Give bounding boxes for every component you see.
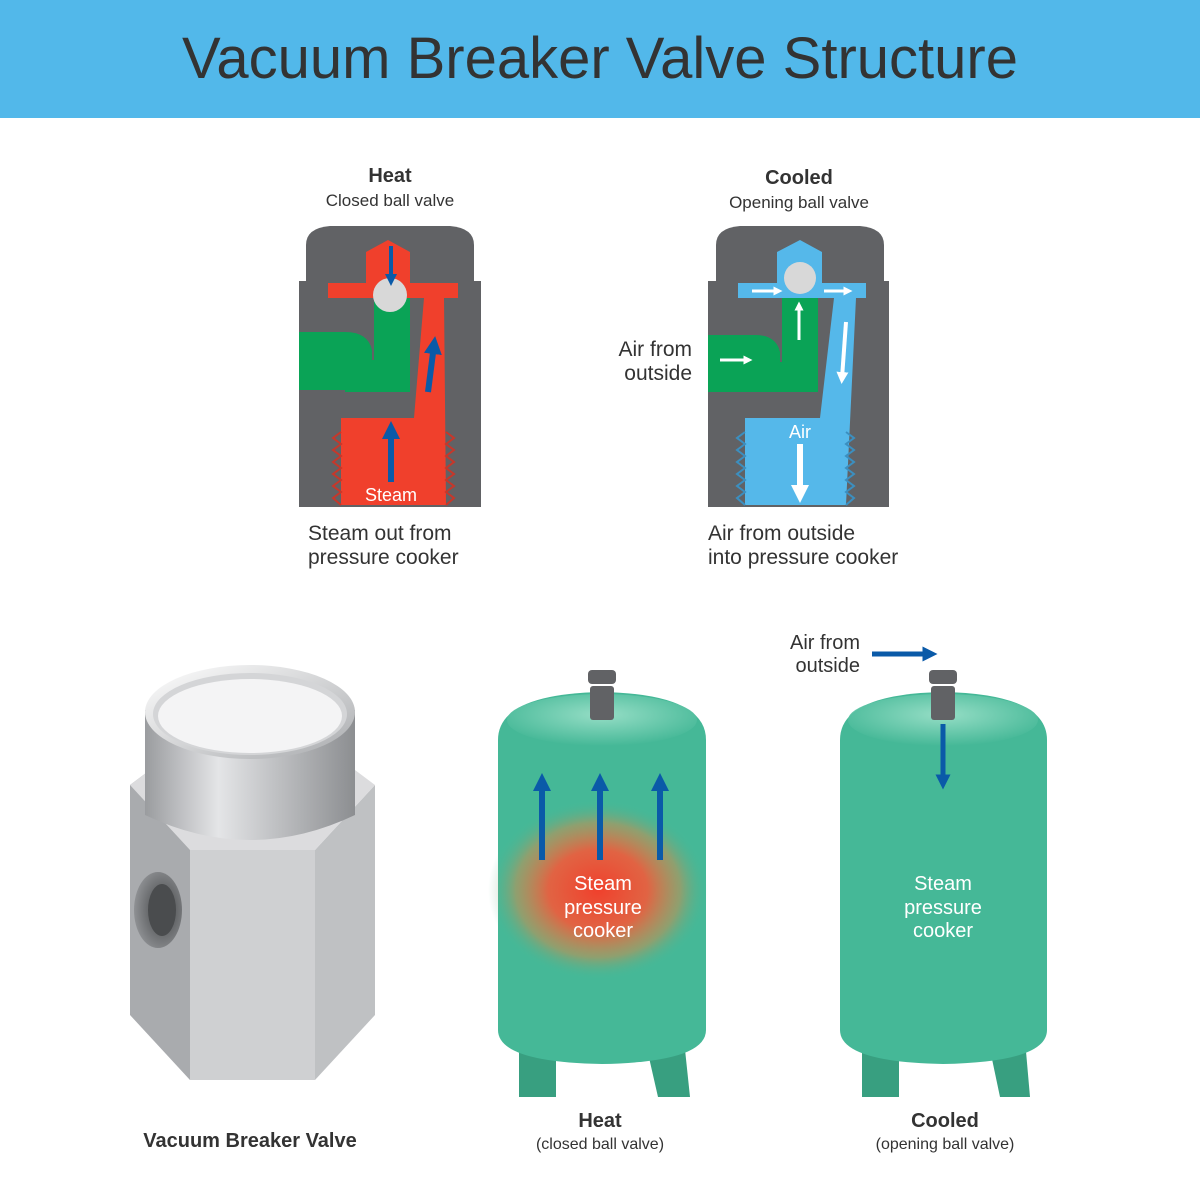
heat-title: Heat: [368, 165, 412, 187]
cooled-tank-body-line1: Steam: [914, 873, 972, 895]
cooled-side-label-line1: Air from: [618, 338, 693, 361]
heat-cross-section: [299, 226, 481, 507]
cooled-tank: [840, 646, 1047, 1097]
heat-subtitle: Closed ball valve: [325, 191, 455, 210]
steam-flow-label: Steam: [364, 485, 418, 505]
cooled-tank-body-line2: pressure: [904, 897, 982, 919]
header-bar: [0, 0, 1200, 118]
page-title: Vacuum Breaker Valve Structure: [182, 26, 1018, 91]
heat-tank-body-line1: Steam: [574, 873, 632, 895]
heat-caption-line2: pressure cooker: [308, 546, 459, 569]
cooled-tank-air-label-line2: outside: [795, 655, 861, 677]
valve-3d-label: Vacuum Breaker Valve: [143, 1130, 357, 1152]
cooled-tank-body-line3: cooker: [912, 920, 974, 942]
cooled-caption-line2: into pressure cooker: [708, 546, 899, 569]
cooled-cross-section: [708, 226, 889, 507]
cooled-tank-air-label-line1: Air from: [790, 632, 860, 654]
cooled-tank-label: Cooled: [911, 1110, 979, 1132]
cooled-tank-sublabel: (opening ball valve): [875, 1136, 1015, 1153]
vacuum-breaker-valve-3d: [130, 665, 375, 1080]
heat-tank: [488, 670, 708, 1097]
heat-tank-body-line3: cooker: [572, 920, 634, 942]
air-flow-label: Air: [789, 422, 811, 442]
heat-tank-label: Heat: [578, 1110, 622, 1132]
cooled-side-label-line2: outside: [624, 362, 692, 385]
cooled-title: Cooled: [765, 167, 833, 189]
heat-caption-line1: Steam out from: [308, 522, 452, 545]
cooled-caption-line1: Air from outside: [708, 522, 856, 545]
cooled-subtitle: Opening ball valve: [729, 193, 869, 212]
heat-tank-body-line2: pressure: [564, 897, 642, 919]
heat-tank-sublabel: (closed ball valve): [535, 1136, 665, 1153]
